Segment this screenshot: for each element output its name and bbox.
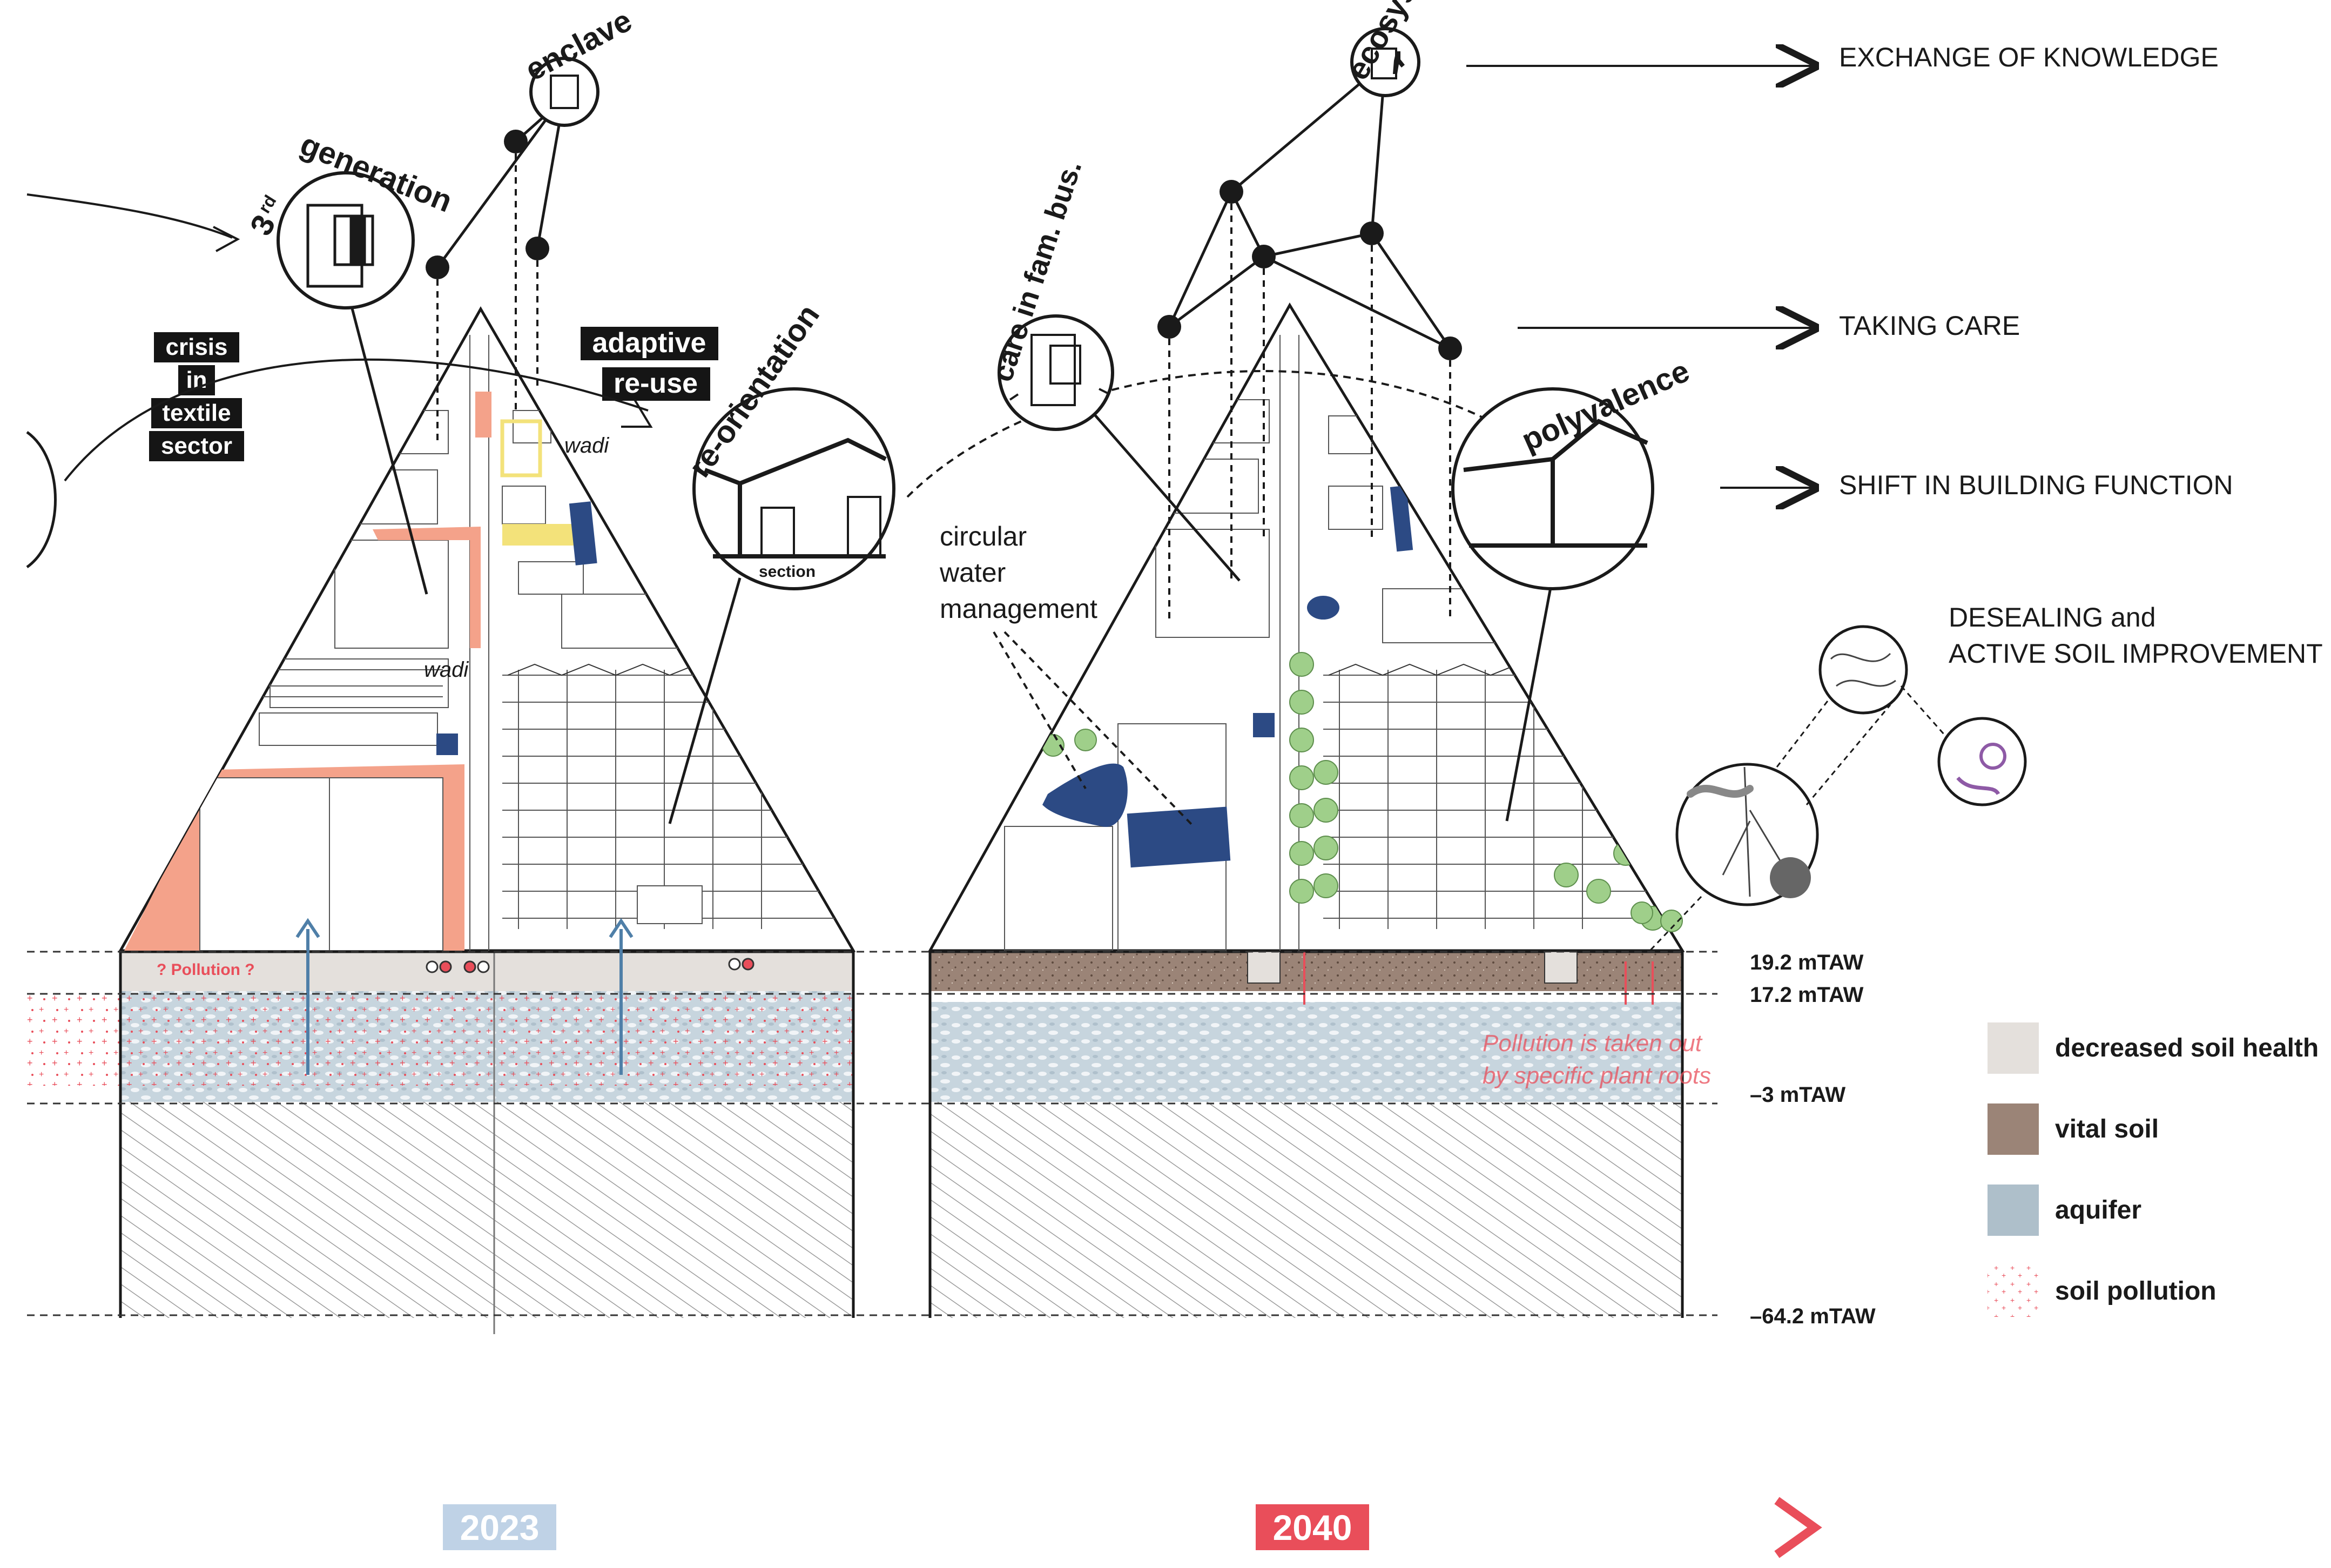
legend-label-soil-pollution: soil pollution bbox=[2055, 1277, 2217, 1305]
outcome-active-soil-improvement: ACTIVE SOIL IMPROVEMENT bbox=[1949, 638, 2323, 669]
pollution-markers-left bbox=[426, 958, 754, 973]
building-plan-icon bbox=[306, 204, 374, 288]
soil-magnifier-group bbox=[1649, 625, 2027, 952]
timeline-start-year: 2023 bbox=[460, 1508, 540, 1547]
outcome-exchange-of-knowledge: EXCHANGE OF KNOWLEDGE bbox=[1839, 42, 2219, 72]
level-minus-64-2: –64.2 mTAW bbox=[1750, 1304, 1876, 1328]
wadi-label-top: wadi bbox=[564, 434, 609, 457]
industry-plot-mid bbox=[373, 527, 481, 648]
legend-label-aquifer: aquifer bbox=[2055, 1196, 2141, 1224]
level-17-2: 17.2 mTAW bbox=[1750, 983, 1864, 1007]
re-orientation-node bbox=[692, 387, 895, 590]
legend-label-decreased-soil: decreased soil health bbox=[2055, 1034, 2319, 1062]
soil-pollution-left bbox=[27, 991, 853, 1086]
crisis-word-3: textile bbox=[162, 400, 231, 426]
level-minus-3: –3 mTAW bbox=[1750, 1083, 1845, 1107]
third-generation-superscript: rd bbox=[254, 192, 280, 217]
section-icon-right bbox=[1463, 419, 1648, 548]
crisis-word-4: sector bbox=[161, 433, 232, 459]
circular-line-3: management bbox=[940, 594, 1097, 624]
crisis-word-1: crisis bbox=[166, 334, 228, 360]
crisis-label-stack bbox=[149, 332, 244, 461]
timeline-end-year: 2040 bbox=[1273, 1508, 1352, 1547]
crisis-word-2: in bbox=[186, 367, 207, 393]
person-icon bbox=[1393, 51, 1405, 74]
adaptive-label-stack bbox=[581, 327, 718, 401]
wadi-label-mid: wadi bbox=[424, 658, 469, 682]
adaptive-word-1: adaptive bbox=[592, 327, 706, 359]
timeline: 2023 2040 bbox=[27, 1497, 1822, 1558]
network-right bbox=[1090, 61, 1557, 822]
building-plan-icon-care bbox=[1004, 334, 1110, 406]
ecosystem-node bbox=[1350, 27, 1420, 97]
legend: decreased soil health vital soil aquifer… bbox=[1988, 1022, 2319, 1317]
scene-2023: ? Pollution ? bbox=[27, 306, 856, 1334]
water-retention-pond bbox=[1042, 763, 1128, 827]
section-label: section bbox=[759, 563, 816, 581]
outcome-taking-care: TAKING CARE bbox=[1839, 311, 2020, 341]
deep-layer-right bbox=[930, 1102, 1682, 1318]
third-generation-number: 3 bbox=[243, 209, 282, 241]
legend-swatch-decreased-soil bbox=[1988, 1022, 2039, 1074]
outcome-shift-in-building-function: SHIFT IN BUILDING FUNCTION bbox=[1839, 470, 2233, 500]
deep-layer-left bbox=[120, 1102, 853, 1318]
outcome-desealing: DESEALING and bbox=[1949, 602, 2156, 632]
level-lines bbox=[27, 951, 1717, 1316]
level-19-2: 19.2 mTAW bbox=[1750, 951, 1864, 974]
legend-swatch-vital-soil bbox=[1988, 1103, 2039, 1155]
crisis-flow-arc bbox=[64, 358, 649, 482]
wadi-pond-top-left bbox=[569, 501, 597, 566]
section-icon-left bbox=[704, 438, 887, 558]
scene-2040: Pollution is taken out by specific plant… bbox=[927, 302, 1711, 1318]
enclave-node bbox=[529, 57, 599, 127]
pollution-removal-line-2: by specific plant roots bbox=[1483, 1062, 1711, 1089]
water-basin bbox=[1127, 806, 1231, 868]
adaptive-word-2: re-use bbox=[614, 368, 698, 399]
timeline-start-box bbox=[443, 1504, 556, 1550]
circular-line-1: circular bbox=[940, 521, 1027, 551]
circular-line-2: water bbox=[939, 557, 1006, 588]
care-node bbox=[998, 314, 1114, 431]
wadi-pond-mid-left bbox=[436, 733, 458, 755]
pollution-removal-line-1: Pollution is taken out bbox=[1483, 1030, 1703, 1056]
aquifer-layer-right bbox=[930, 1002, 1682, 1102]
legend-label-vital-soil: vital soil bbox=[2055, 1115, 2159, 1143]
legend-swatch-aquifer bbox=[1988, 1185, 2039, 1236]
pollution-label-left: ? Pollution ? bbox=[157, 961, 255, 979]
timeline-end-box bbox=[1256, 1504, 1369, 1550]
legend-swatch-soil-pollution bbox=[1988, 1266, 2039, 1317]
care-arc bbox=[906, 370, 1491, 498]
